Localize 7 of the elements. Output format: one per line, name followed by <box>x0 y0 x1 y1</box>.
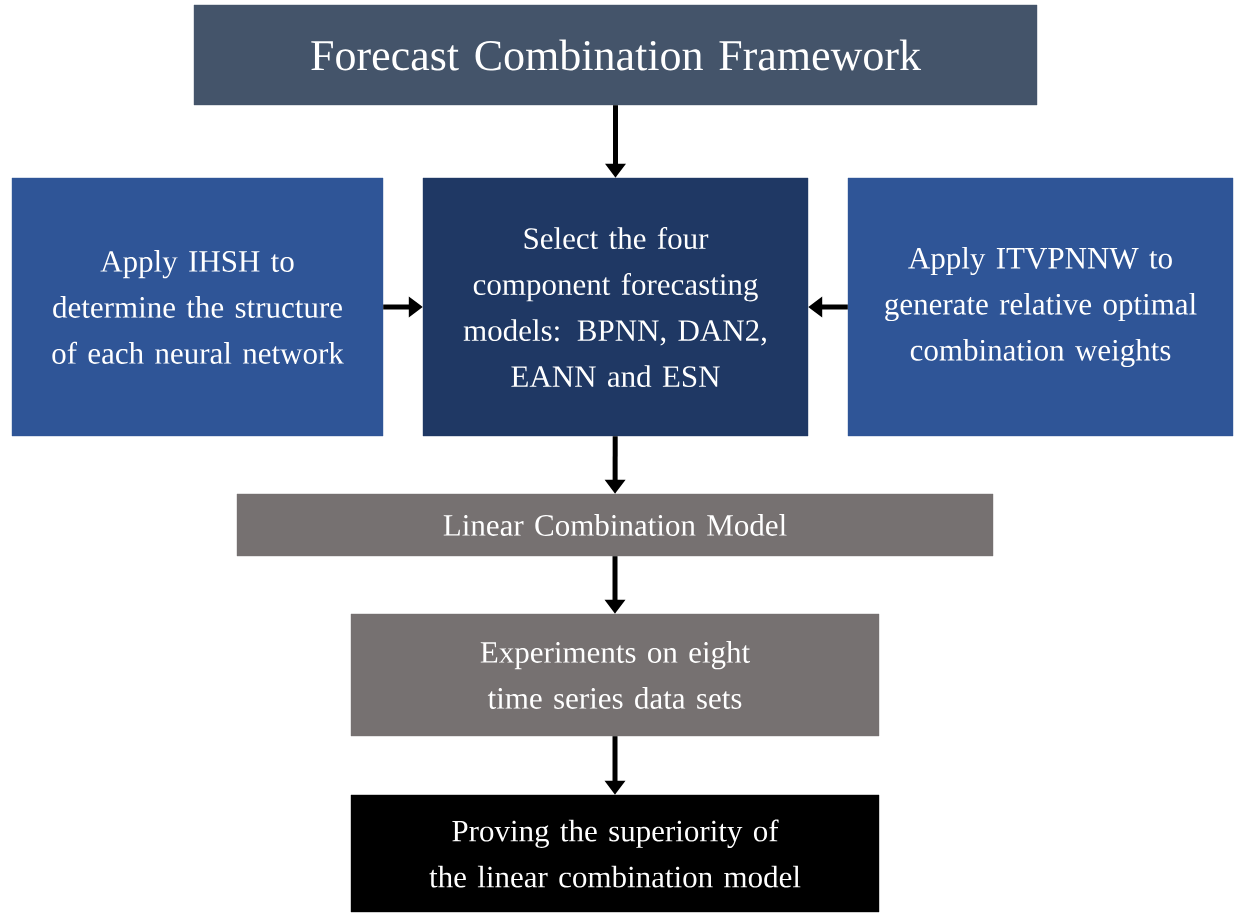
result-box: Proving the superiority of the linear combination model <box>350 794 880 913</box>
process-box: Apply IHSH to determine the structure of each neural network <box>11 177 384 437</box>
title-box: Forecast Combination Framework <box>193 4 1038 106</box>
process-box: Linear Combination Model <box>236 493 994 557</box>
process-box: Apply ITVPNNW to generate relative optimal combination weights <box>847 177 1234 437</box>
process-box: Experiments on eight time series data sets <box>350 613 880 737</box>
process-box: Select the four component forecasting models: BPNN, DAN2, EANN and ESN <box>422 177 809 437</box>
